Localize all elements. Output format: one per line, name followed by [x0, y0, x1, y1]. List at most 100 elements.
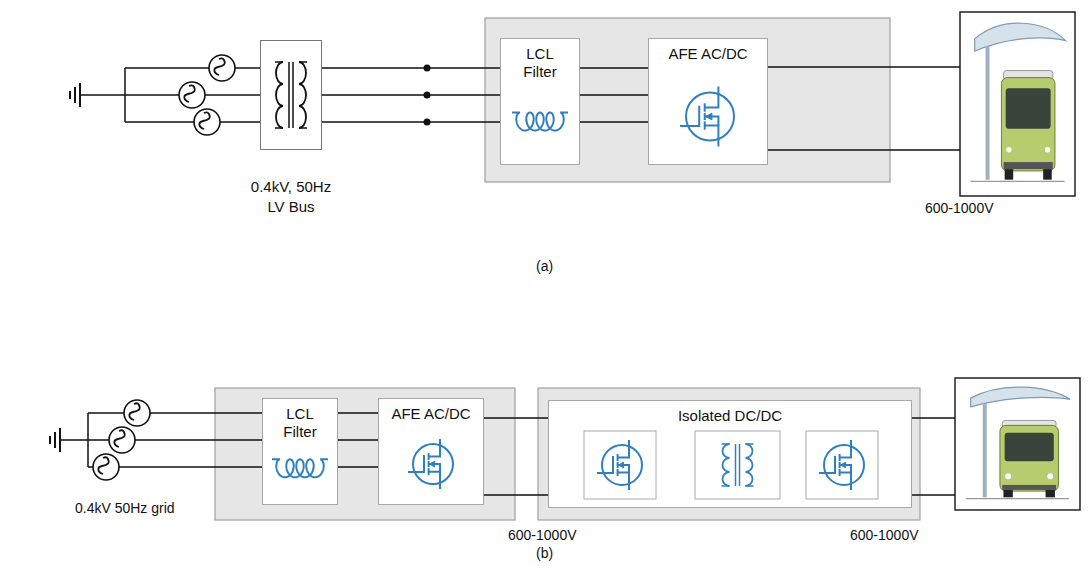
mosfet-gate: [597, 456, 613, 473]
bus-charger-box: [955, 378, 1080, 510]
junction-dot: [424, 92, 431, 99]
bus-stop-pole: [986, 46, 990, 180]
source-wire: [125, 67, 209, 69]
converter-enclosure: [485, 18, 890, 182]
connector-wire: [322, 68, 500, 122]
mosfet-source: [705, 126, 719, 147]
inductor-coil-icon: [512, 113, 568, 131]
transformer-lead: [275, 61, 283, 63]
ground-symbol: [69, 91, 71, 99]
bus-light: [1005, 473, 1011, 479]
source-wire: [88, 412, 124, 414]
ac-source-wave: [129, 403, 139, 420]
transformer-lead: [299, 127, 307, 129]
block-title: LCL Filter: [511, 45, 569, 81]
inductor-coil-icon: [272, 459, 328, 477]
transformer-lead: [275, 127, 283, 129]
ground-symbol: [74, 87, 76, 103]
bus-stop-pole: [983, 403, 987, 497]
converter-block: LCL Filter: [262, 398, 338, 505]
phase-wire: [205, 94, 260, 96]
bus-light: [1045, 147, 1050, 152]
mosfet-icon: [602, 445, 642, 485]
bus-label: 0.4kV, 50Hz LV Bus: [241, 177, 341, 218]
block-title: LCL Filter: [273, 405, 327, 441]
transformer-winding: [746, 444, 753, 486]
ground-symbol: [54, 432, 56, 448]
mosfet-source: [840, 473, 851, 490]
junction-dot: [424, 65, 431, 72]
source-wire: [125, 94, 179, 96]
transformer-winding: [299, 62, 306, 128]
dc-wire: [768, 66, 960, 68]
ac-source-symbol: [179, 82, 205, 108]
connector-wire: [338, 413, 378, 467]
sub-block: [695, 431, 780, 499]
transformer-core: [735, 444, 737, 486]
road-line: [966, 498, 1069, 499]
mosfet-drain: [618, 440, 629, 457]
bus-wheel: [1046, 490, 1055, 497]
mosfet-icon: [686, 93, 734, 141]
transformer-lead: [299, 61, 307, 63]
voltage-label: 600-1000V: [850, 527, 919, 544]
transformer-box: 0.4kV, 50Hz LV Bus: [260, 40, 322, 150]
ac-source-symbol: [194, 109, 220, 135]
dc-wire: [912, 417, 955, 419]
voltage-label: 600-1000V: [925, 200, 994, 217]
ac-source-symbol: [124, 400, 150, 426]
bus-body: [1000, 425, 1058, 491]
phase-wire: [235, 67, 260, 69]
mosfet-arrow: [840, 462, 845, 468]
block-title: AFE AC/DC: [387, 405, 475, 423]
bus-bumper: [1002, 485, 1056, 490]
mosfet-arrow: [618, 462, 623, 468]
ac-source-symbol: [93, 454, 119, 480]
bus-wheel: [1043, 169, 1052, 180]
bus-body: [1001, 78, 1054, 171]
road-line: [970, 181, 1064, 182]
bus-wheel: [1003, 490, 1012, 497]
junction-dot: [424, 119, 431, 126]
ground-symbol: [49, 436, 51, 444]
converter-block: Isolated DC/DC: [548, 400, 912, 508]
phase-wire: [220, 121, 260, 123]
bus-charger-box: [960, 12, 1075, 196]
mosfet-arrow: [429, 461, 434, 467]
converter-enclosure: [215, 388, 515, 520]
source-wire: [125, 121, 194, 123]
dc-wire: [912, 494, 955, 496]
transformer-lead: [746, 443, 754, 445]
mosfet-drain: [705, 87, 719, 108]
transformer-core: [292, 62, 294, 128]
mosfet-gate: [408, 455, 424, 472]
ground-wire: [60, 439, 88, 441]
connector-wire: [580, 68, 648, 122]
voltage-label: 600-1000V: [508, 527, 577, 544]
block-title: Isolated DC/DC: [557, 407, 903, 425]
converter-block: LCL Filter: [500, 38, 580, 165]
mosfet-source: [618, 473, 629, 490]
source-wire: [88, 439, 109, 441]
dc-wire: [768, 149, 960, 151]
mosfet-icon: [824, 445, 864, 485]
mosfet-source: [429, 472, 440, 489]
ground-wire: [80, 94, 125, 96]
mosfet-drain: [429, 439, 440, 456]
transformer-core: [288, 62, 290, 128]
phase-wire: [135, 439, 262, 441]
block-title: AFE AC/DC: [657, 45, 759, 63]
mosfet-gate: [680, 106, 699, 126]
bus-wheel: [1005, 169, 1014, 180]
mosfet-gate: [819, 456, 835, 473]
sub-block: [806, 431, 878, 499]
panel-caption: (a): [536, 258, 553, 275]
bus-light: [1047, 473, 1053, 479]
ac-source-wave: [214, 58, 224, 75]
bus-windshield: [1005, 433, 1054, 462]
transformer-winding: [723, 444, 730, 486]
block-icon: [261, 41, 321, 149]
panel-caption: (b): [536, 545, 553, 562]
